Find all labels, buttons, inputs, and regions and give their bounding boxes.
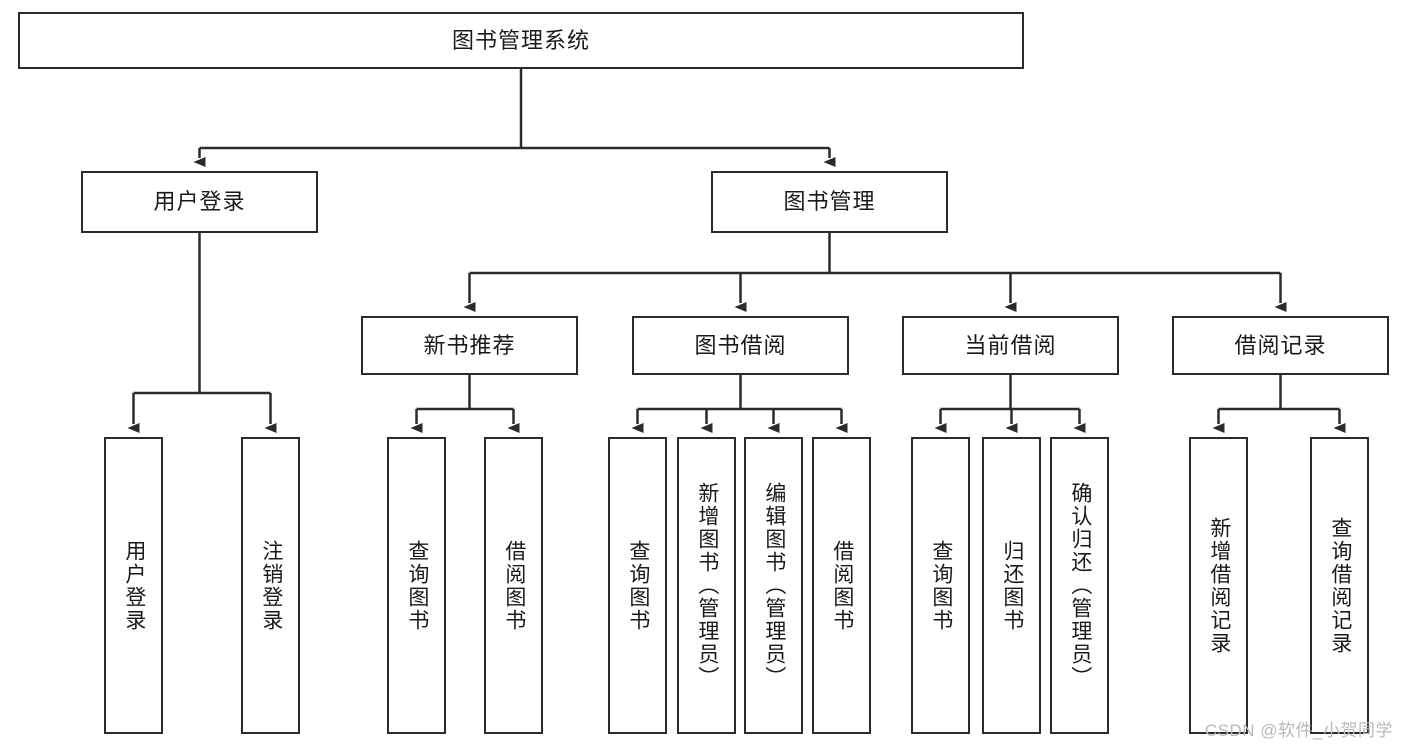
leaf-node-label: 查询图书 bbox=[405, 539, 429, 632]
level3-node[interactable]: 借阅记录 bbox=[1172, 316, 1389, 375]
leaf-node[interactable]: 查询图书 bbox=[387, 437, 446, 734]
level2-node-label: 用户登录 bbox=[153, 189, 246, 215]
leaf-node-label: 注销登录 bbox=[259, 539, 283, 632]
leaf-node[interactable]: 查询图书 bbox=[608, 437, 667, 734]
level3-node-label: 当前借阅 bbox=[964, 332, 1057, 358]
leaf-node-label: 用户登录 bbox=[122, 539, 146, 632]
root-node-label: 图书管理系统 bbox=[451, 27, 590, 53]
leaf-node-label: 查询借阅记录 bbox=[1328, 516, 1352, 655]
leaf-node[interactable]: 借阅图书 bbox=[484, 437, 543, 734]
leaf-node[interactable]: 借阅图书 bbox=[812, 437, 871, 734]
root-node[interactable]: 图书管理系统 bbox=[18, 12, 1024, 69]
leaf-node[interactable]: 新增借阅记录 bbox=[1189, 437, 1248, 734]
level3-node-label: 新书推荐 bbox=[423, 332, 516, 358]
leaf-node-label: 新增图书（管理员） bbox=[695, 482, 719, 689]
level3-node-label: 图书借阅 bbox=[694, 332, 787, 358]
level2-node[interactable]: 图书管理 bbox=[711, 171, 948, 233]
leaf-node[interactable]: 查询借阅记录 bbox=[1310, 437, 1369, 734]
leaf-node-label: 归还图书 bbox=[1000, 539, 1024, 632]
leaf-node[interactable]: 查询图书 bbox=[911, 437, 970, 734]
level3-node-label: 借阅记录 bbox=[1234, 332, 1327, 358]
level2-node[interactable]: 用户登录 bbox=[81, 171, 318, 233]
level3-node[interactable]: 图书借阅 bbox=[632, 316, 849, 375]
leaf-node[interactable]: 注销登录 bbox=[241, 437, 300, 734]
level3-node[interactable]: 新书推荐 bbox=[361, 316, 578, 375]
leaf-node-label: 查询图书 bbox=[929, 539, 953, 632]
leaf-node-label: 编辑图书（管理员） bbox=[762, 482, 786, 689]
leaf-node-label: 查询图书 bbox=[626, 539, 650, 632]
leaf-node[interactable]: 编辑图书（管理员） bbox=[744, 437, 803, 734]
leaf-node[interactable]: 用户登录 bbox=[104, 437, 163, 734]
leaf-node[interactable]: 归还图书 bbox=[982, 437, 1041, 734]
leaf-node-label: 借阅图书 bbox=[502, 539, 526, 632]
level2-node-label: 图书管理 bbox=[783, 189, 876, 215]
leaf-node-label: 新增借阅记录 bbox=[1207, 516, 1231, 655]
leaf-node-label: 借阅图书 bbox=[830, 539, 854, 632]
leaf-node[interactable]: 确认归还（管理员） bbox=[1050, 437, 1109, 734]
leaf-node-label: 确认归还（管理员） bbox=[1068, 482, 1092, 689]
leaf-node[interactable]: 新增图书（管理员） bbox=[677, 437, 736, 734]
csdn-watermark: CSDN @软件_小贺同学 bbox=[1204, 721, 1393, 740]
level3-node[interactable]: 当前借阅 bbox=[902, 316, 1119, 375]
